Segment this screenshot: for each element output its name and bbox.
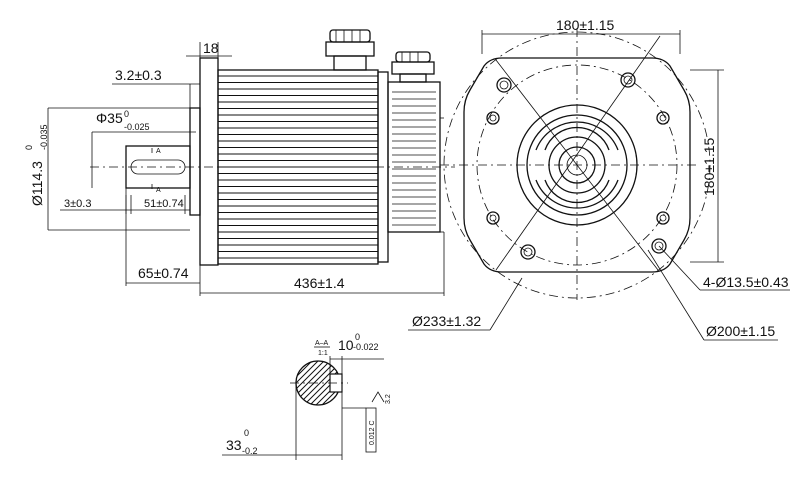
dim-key-depth-upper: 0 xyxy=(244,428,249,438)
dim-shaft-dia-upper: 0 xyxy=(124,109,129,119)
dim-pilot-dia: Ø114.3 xyxy=(29,161,45,206)
dim-key-length: 51±0.74 xyxy=(144,198,184,210)
hatch-line xyxy=(296,361,325,405)
dim-bolt-circle: Ø200±1.15 xyxy=(706,323,775,339)
cooling-fins xyxy=(218,75,378,259)
dim-shaft-dia: Φ35 xyxy=(96,110,123,126)
dim-key-width: 10 xyxy=(338,337,354,353)
roughness-symbol xyxy=(371,391,385,403)
roughness-value: 3.2 xyxy=(385,394,392,404)
front-view xyxy=(440,28,711,300)
side-view: A A xyxy=(90,29,455,266)
dim-shoulder: 3.2±0.3 xyxy=(115,67,162,83)
tolerance-frame xyxy=(365,407,377,453)
dim-flange-height: 180±1.15 xyxy=(701,137,717,196)
dim-hole-spec: 4-Ø13.5±0.43 xyxy=(703,274,789,290)
dim-pilot-dia-lower: -0.035 xyxy=(39,124,49,150)
hatch-line xyxy=(339,361,340,405)
section-mark-bottom: A xyxy=(156,187,161,194)
dim-key-width-lower: -0.022 xyxy=(353,342,379,352)
dim-key-width-upper: 0 xyxy=(355,332,360,342)
front-flange xyxy=(199,57,219,266)
hatch-line xyxy=(303,361,340,405)
mounting-holes xyxy=(486,72,670,260)
pilot-boss xyxy=(189,107,201,216)
section-label: A–A xyxy=(315,340,329,347)
dim-flange-width: 180±1.15 xyxy=(556,17,615,33)
tolerance-text: 0.012 C xyxy=(369,420,376,445)
dim-flange-thickness: 18 xyxy=(203,40,219,56)
front-dimensions: 180±1.15 180±1.15 4-Ø13.5±0.43 Ø233±1.32… xyxy=(408,17,790,341)
hatch-line xyxy=(296,361,307,405)
hatch-line xyxy=(296,361,319,405)
encoder-fins xyxy=(392,91,436,226)
encoder-connector xyxy=(391,51,435,83)
hatch-line xyxy=(296,361,331,405)
dim-outer-circle: Ø233±1.32 xyxy=(412,313,481,329)
section-mark-top: A xyxy=(156,148,161,155)
section-hatch xyxy=(296,361,340,405)
dim-shaft-length: 65±0.74 xyxy=(138,265,189,281)
section-view: A–A 1:1 10 0 -0.022 33 0 -0.2 0.012 C 3.… xyxy=(222,332,392,460)
side-dimensions: 18 3.2±0.3 Φ35 0 -0.025 Ø114.3 0 -0.035 … xyxy=(24,40,445,296)
dim-key-depth-lower: -0.2 xyxy=(242,446,258,456)
outer-dia-circle xyxy=(443,31,711,299)
dim-key-depth: 33 xyxy=(226,437,242,453)
encoder-cover xyxy=(387,81,441,233)
dim-key-offset: 3±0.3 xyxy=(64,198,91,210)
power-connector xyxy=(325,29,375,71)
hatch-line xyxy=(296,361,313,405)
dim-pilot-dia-upper: 0 xyxy=(24,145,34,150)
hatch-line xyxy=(321,361,340,405)
section-scale: 1:1 xyxy=(318,350,328,357)
shaft-keyway xyxy=(130,159,186,175)
dim-shaft-dia-lower: -0.025 xyxy=(124,122,150,132)
dim-body-length: 436±1.4 xyxy=(294,275,345,291)
flange-square xyxy=(463,57,691,273)
